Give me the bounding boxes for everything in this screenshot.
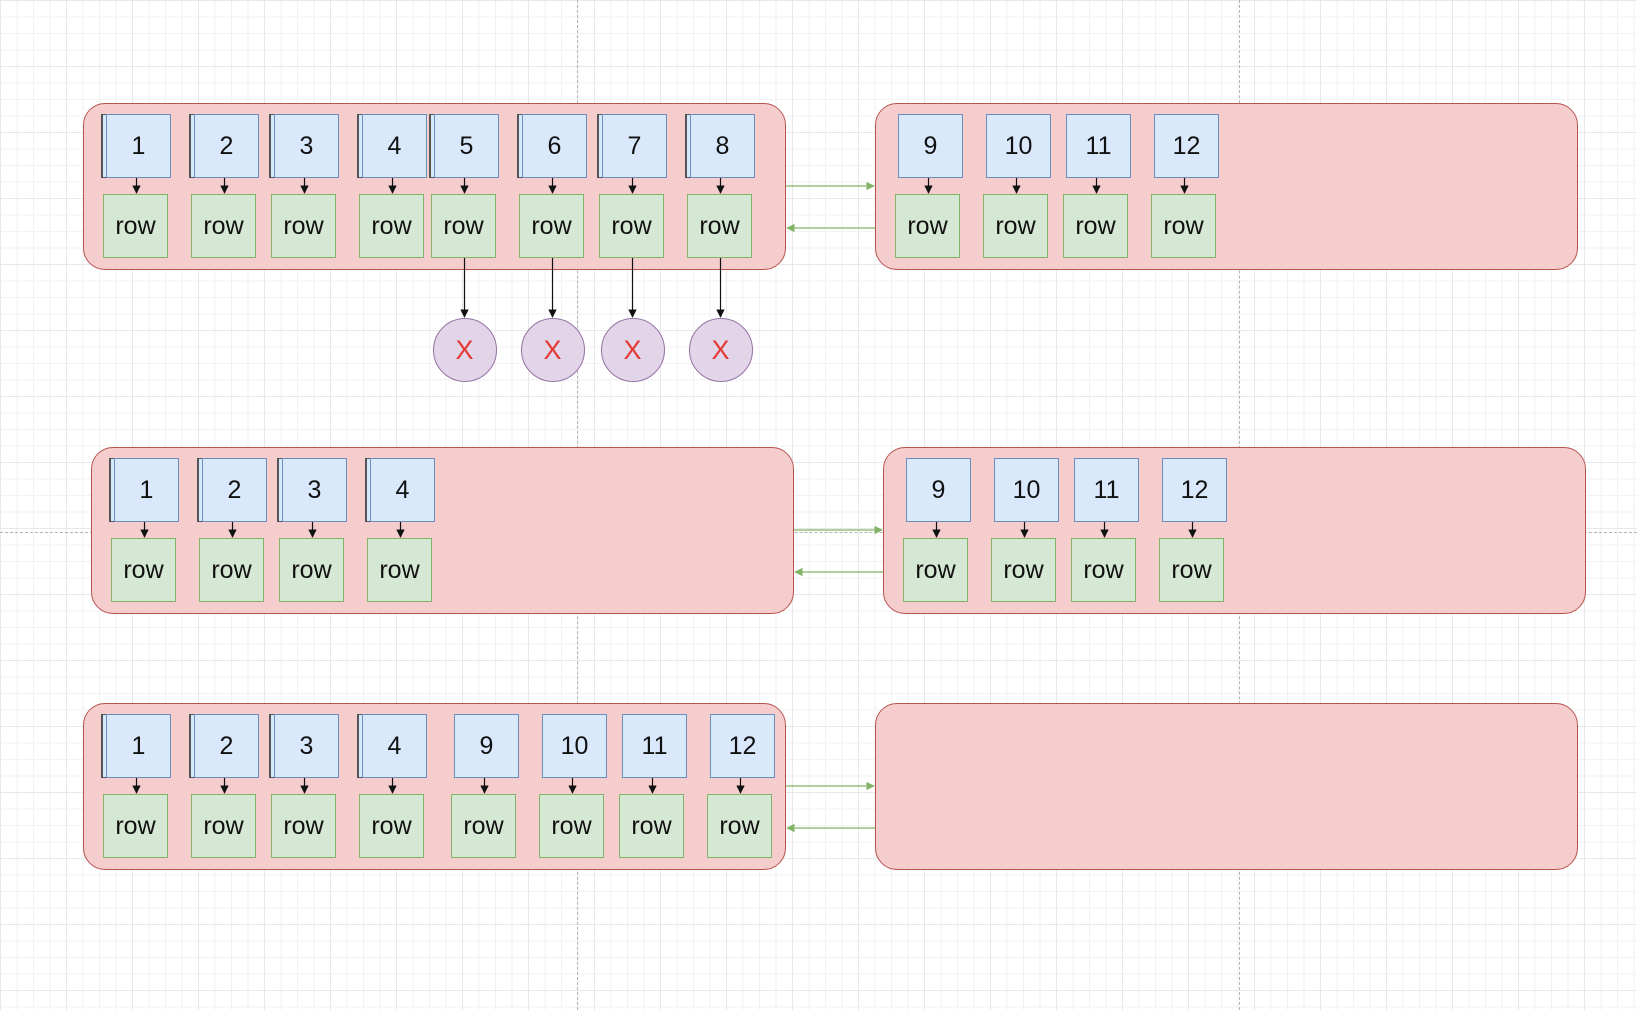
row-cell: row [279, 538, 344, 602]
deleted-row-marker: X [432, 318, 497, 382]
row-cell: row [103, 794, 168, 858]
index-cell: 11 [622, 714, 687, 778]
index-cell: 12 [710, 714, 775, 778]
row-cell: row [599, 194, 664, 258]
row-cell: row [539, 794, 604, 858]
page-divider-horizontal [0, 532, 1637, 533]
row-cell: row [1071, 538, 1136, 602]
index-cell: 5 [434, 114, 499, 178]
row-cell: row [199, 538, 264, 602]
index-cell: 11 [1074, 458, 1139, 522]
index-cell: 6 [522, 114, 587, 178]
deleted-row-marker: X [600, 318, 665, 382]
page-panel-left [91, 447, 794, 614]
index-cell: 9 [906, 458, 971, 522]
index-cell: 7 [602, 114, 667, 178]
row-cell: row [687, 194, 752, 258]
index-cell: 1 [114, 458, 179, 522]
row-cell: row [271, 794, 336, 858]
page-panel-right [883, 447, 1586, 614]
index-cell: 8 [690, 114, 755, 178]
row-cell: row [367, 538, 432, 602]
deleted-row-marker: X [688, 318, 753, 382]
row-cell: row [519, 194, 584, 258]
index-cell: 2 [202, 458, 267, 522]
row-cell: row [359, 194, 424, 258]
index-cell: 4 [362, 714, 427, 778]
index-cell: 10 [986, 114, 1051, 178]
index-cell: 11 [1066, 114, 1131, 178]
index-cell: 9 [454, 714, 519, 778]
row-cell: row [271, 194, 336, 258]
row-cell: row [103, 194, 168, 258]
row-cell: row [1159, 538, 1224, 602]
row-cell: row [991, 538, 1056, 602]
index-cell: 1 [106, 714, 171, 778]
row-cell: row [191, 194, 256, 258]
index-cell: 3 [274, 714, 339, 778]
row-cell: row [1063, 194, 1128, 258]
index-cell: 4 [370, 458, 435, 522]
index-cell: 10 [542, 714, 607, 778]
index-cell: 2 [194, 714, 259, 778]
index-cell: 3 [282, 458, 347, 522]
row-cell: row [359, 794, 424, 858]
deleted-row-marker: X [520, 318, 585, 382]
row-cell: row [111, 538, 176, 602]
row-cell: row [707, 794, 772, 858]
row-cell: row [1151, 194, 1216, 258]
row-cell: row [983, 194, 1048, 258]
index-cell: 3 [274, 114, 339, 178]
row-cell: row [903, 538, 968, 602]
index-cell: 4 [362, 114, 427, 178]
row-cell: row [431, 194, 496, 258]
index-cell: 1 [106, 114, 171, 178]
index-cell: 12 [1154, 114, 1219, 178]
page-panel-right [875, 703, 1578, 870]
row-cell: row [191, 794, 256, 858]
index-cell: 10 [994, 458, 1059, 522]
row-cell: row [619, 794, 684, 858]
row-cell: row [451, 794, 516, 858]
index-cell: 2 [194, 114, 259, 178]
page-panel-right [875, 103, 1578, 270]
index-cell: 12 [1162, 458, 1227, 522]
index-cell: 9 [898, 114, 963, 178]
row-cell: row [895, 194, 960, 258]
